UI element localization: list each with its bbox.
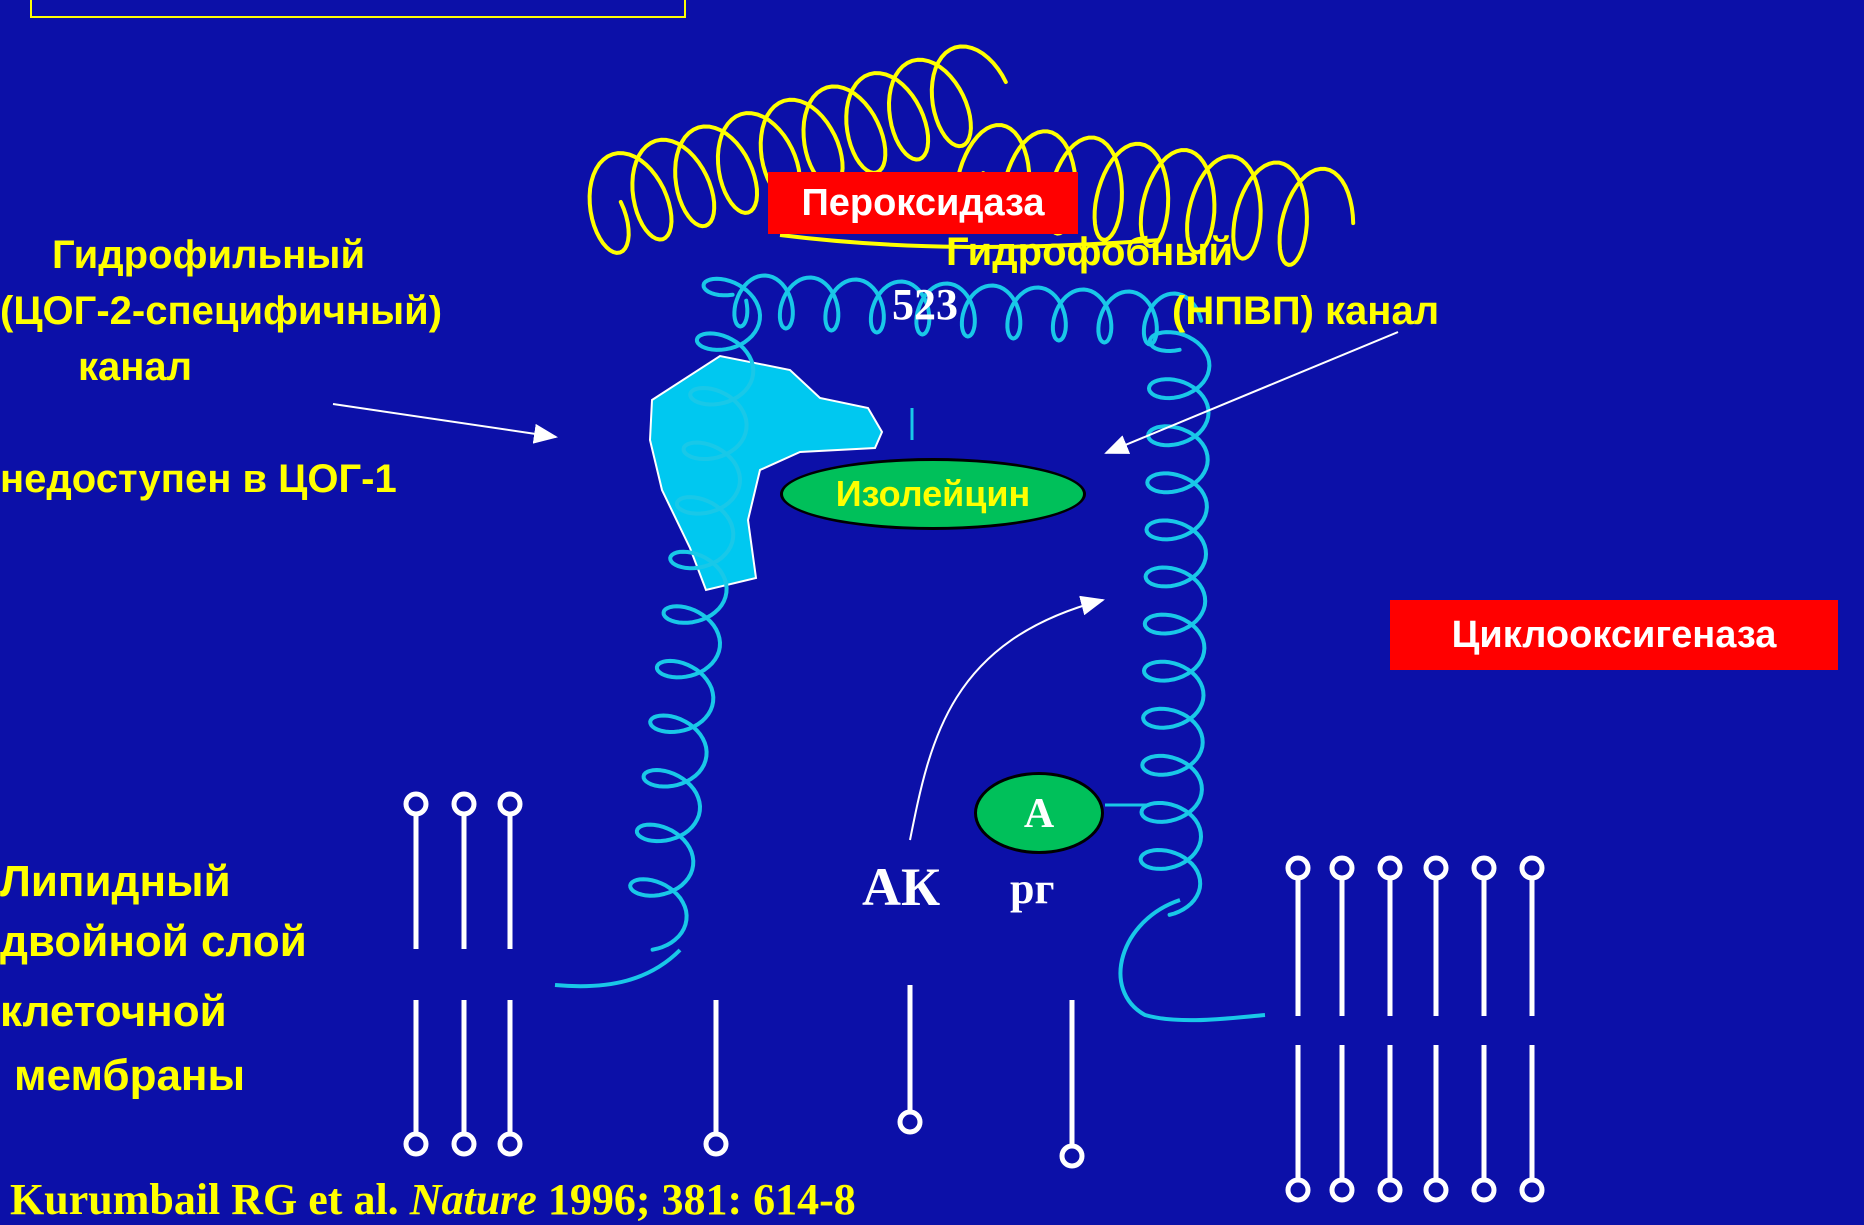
lipid-label-3: клеточной bbox=[0, 982, 227, 1042]
citation-authors: Kurumbail RG et al. bbox=[10, 1175, 410, 1224]
cyclooxygenase-label: Циклооксигеназа bbox=[1390, 600, 1838, 670]
hydrophilic-specific: (ЦОГ-2-специфичный) bbox=[0, 284, 442, 338]
lipid-head bbox=[1380, 858, 1400, 878]
lipid-bilayer bbox=[406, 794, 1542, 1200]
lipid-head bbox=[454, 1134, 474, 1154]
lipid-head bbox=[406, 1134, 426, 1154]
lipid-head bbox=[454, 794, 474, 814]
lipid-head bbox=[406, 794, 426, 814]
cox1-note: недоступен в ЦОГ-1 bbox=[0, 452, 397, 506]
arginine-oval: А bbox=[974, 772, 1104, 854]
lipid-head bbox=[900, 1112, 920, 1132]
arachidonic-acid-label: АК bbox=[862, 860, 940, 914]
lipid-head bbox=[1062, 1146, 1082, 1166]
isoleucine-oval: Изолейцин bbox=[780, 458, 1086, 530]
lipid-head bbox=[1288, 858, 1308, 878]
lipid-head bbox=[1474, 858, 1494, 878]
residue-523: 523 bbox=[892, 278, 958, 332]
hydrophobic-title: Гидрофобный bbox=[946, 225, 1233, 279]
hydrophilic-title: Гидрофильный bbox=[52, 228, 365, 282]
hydrophobic-channel: (НПВП) канал bbox=[1172, 284, 1439, 338]
protein-tail-left bbox=[555, 950, 680, 986]
lipid-head bbox=[706, 1134, 726, 1154]
protein-helix-top bbox=[734, 276, 1201, 345]
lipid-head bbox=[1288, 1180, 1308, 1200]
citation-journal: Nature bbox=[410, 1175, 537, 1224]
hydrophilic-channel: канал bbox=[78, 340, 192, 394]
lipid-label-2: двойной слой bbox=[0, 912, 307, 972]
lipid-label-1: Липидный bbox=[0, 852, 231, 912]
lipid-head bbox=[1332, 1180, 1352, 1200]
lipid-head bbox=[1332, 858, 1352, 878]
lipid-head bbox=[500, 1134, 520, 1154]
citation-details: 1996; 381: 614-8 bbox=[537, 1175, 856, 1224]
lipid-head bbox=[500, 794, 520, 814]
citation: Kurumbail RG et al. Nature 1996; 381: 61… bbox=[10, 1174, 856, 1225]
lipid-label-4: мембраны bbox=[14, 1046, 245, 1106]
protein-helix-right bbox=[1141, 332, 1210, 915]
arg-suffix: рг bbox=[1010, 862, 1054, 916]
title-box-frame bbox=[30, 0, 686, 18]
lipid-head bbox=[1426, 1180, 1446, 1200]
lipid-head bbox=[1426, 858, 1446, 878]
lipid-head bbox=[1522, 858, 1542, 878]
protein-tail-right bbox=[1120, 900, 1265, 1020]
lipid-head bbox=[1380, 1180, 1400, 1200]
lipid-head bbox=[1474, 1180, 1494, 1200]
lipid-head bbox=[1522, 1180, 1542, 1200]
hydrophilic-arrow bbox=[333, 404, 556, 437]
